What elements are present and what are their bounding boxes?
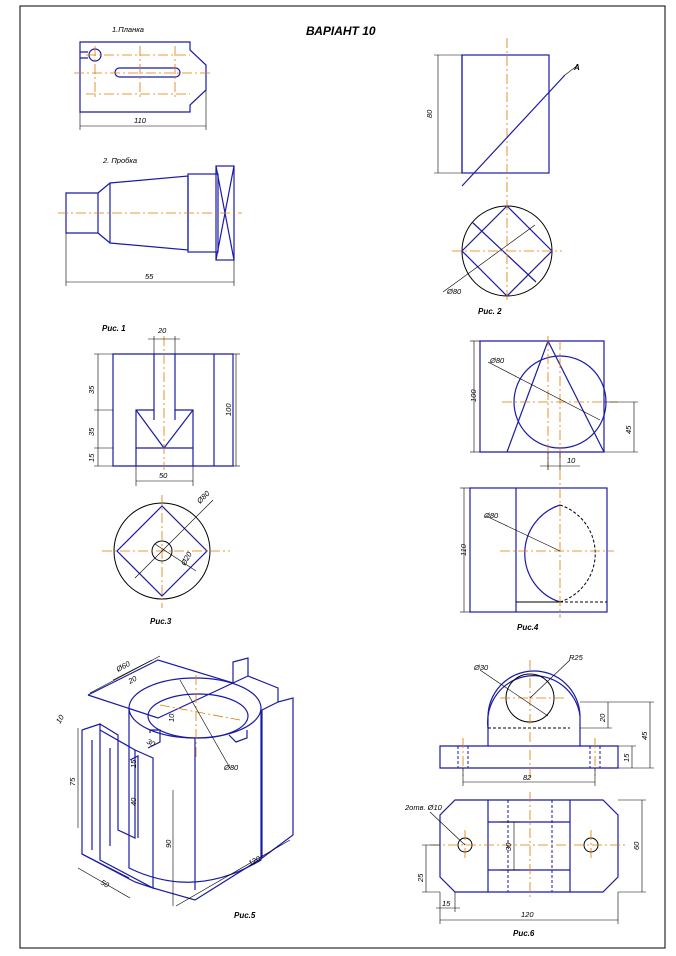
fig4-height-top: 100 (469, 389, 478, 402)
plank-label: 1.Планка (112, 25, 144, 34)
figure-4-drawing: Ø80 100 45 10 Ø80 110 Рис.4 (459, 336, 638, 632)
fig4-radius-dim: 45 (624, 425, 633, 434)
fig5-dim-90: 90 (164, 839, 173, 848)
figure-1-drawing: Рис. 1 20 35 35 15 100 50 (87, 324, 240, 486)
plug-length-dim: 55 (145, 272, 154, 281)
fig6-caption: Рис.6 (513, 929, 535, 938)
fig6-dim-20: 20 (598, 713, 607, 723)
figure-2-drawing: A 80 Ø80 Рис. 2 (425, 38, 580, 316)
plug-drawing: 2. Пробка 55 (58, 156, 242, 286)
fig6-dim-45: 45 (640, 731, 649, 740)
fig6-holes-dim: 2отв. Ø10 (404, 803, 443, 812)
fig5-dim-30: 30 (145, 737, 157, 749)
fig6-dim-15b: 15 (442, 899, 451, 908)
fig6-diam-dim: Ø30 (473, 663, 489, 672)
plug-label: 2. Пробка (102, 156, 137, 165)
fig1-top-dim: 20 (157, 326, 167, 335)
fig5-dim-40: 40 (129, 797, 138, 806)
fig4-height-bottom: 110 (459, 543, 468, 556)
fig3-caption: Рис.3 (150, 617, 172, 626)
figure-5-drawing: Ø60 20 10 30 15 40 75 10 90 50 120 Ø80 Р… (54, 655, 294, 920)
fig5-dim-50: 50 (99, 878, 111, 890)
fig5-dim-15: 15 (129, 759, 138, 768)
fig2-caption: Рис. 2 (478, 307, 502, 316)
figure-6-drawing: Ø30 R25 20 45 15 82 2отв. Ø10 (404, 653, 654, 938)
fig6-dim-82: 82 (523, 773, 532, 782)
fig6-radius-dim: R25 (569, 653, 584, 662)
fig1-width-dim: 50 (159, 471, 168, 480)
sheet-frame (19, 5, 666, 949)
fig4-diam-top: Ø80 (489, 356, 505, 365)
fig6-dim-25: 25 (416, 873, 425, 883)
fig5-dim-120: 120 (247, 854, 263, 868)
fig1-dim-c: 15 (87, 453, 96, 462)
fig4-caption: Рис.4 (517, 623, 539, 632)
fig5-dim-10b: 10 (54, 713, 66, 725)
fig4-diam-bottom: Ø80 (483, 511, 499, 520)
figure-3-drawing: Ø80 Ø20 Рис.3 (102, 488, 230, 626)
plank-drawing: 1.Планка 110 (74, 25, 212, 130)
fig4-offset-dim: 10 (567, 456, 576, 465)
fig1-dim-b: 35 (87, 427, 96, 436)
fig5-dim-75: 75 (68, 777, 77, 786)
fig6-dim-15: 15 (622, 753, 631, 762)
fig2-diam-dim: Ø80 (446, 287, 462, 296)
plank-width-dim: 110 (134, 116, 147, 125)
fig5-caption: Рис.5 (234, 911, 256, 920)
fig1-dim-a: 35 (87, 385, 96, 394)
fig6-dim-60: 60 (632, 841, 641, 850)
fig5-dim-10: 10 (167, 713, 176, 722)
fig6-dim-120: 120 (521, 910, 534, 919)
fig3-inner-diam: Ø20 (178, 550, 194, 568)
sheet-title: ВАРІАНТ 10 (306, 24, 376, 38)
fig1-height-dim: 100 (224, 403, 233, 416)
fig6-dim-30: 30 (504, 842, 513, 851)
fig5-diam-bottom: Ø80 (223, 763, 239, 772)
fig2-height-dim: 80 (425, 109, 434, 118)
fig2-arrow-label: A (573, 63, 580, 72)
fig1-caption: Рис. 1 (102, 324, 126, 333)
